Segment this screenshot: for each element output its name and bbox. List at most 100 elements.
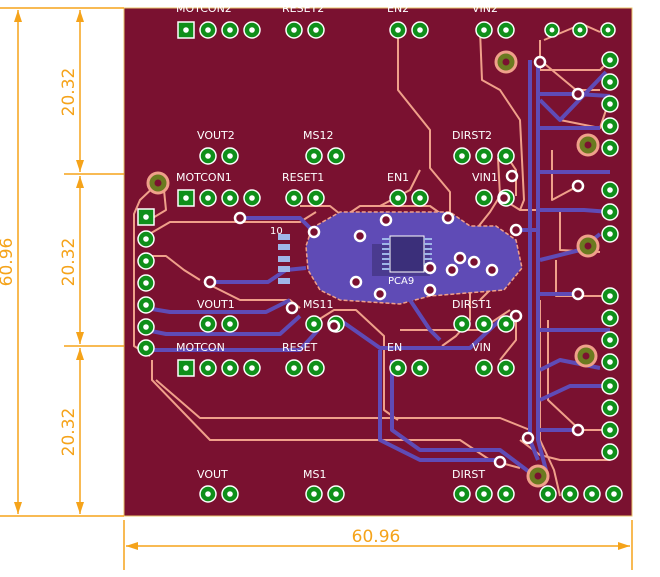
reset-pad [285,189,303,207]
dimension-arrows [14,10,630,550]
motcon-pad [177,189,195,207]
reset-pad [307,359,325,377]
vout-pad [221,147,239,165]
ic-chip [382,235,432,273]
dirst-pad [475,485,493,503]
dirst-pad [475,147,493,165]
vout-pad [221,485,239,503]
dimension-bottom-total: 60.96 [352,527,401,547]
via [493,455,507,469]
via [233,211,247,225]
mount-hole [494,50,518,74]
motcon-pad [221,359,239,377]
mount-hole [576,133,600,157]
mount-hole [526,464,550,488]
via [467,255,481,269]
dirst-pad [497,147,515,165]
label-dirst2: DIRST2 [452,129,492,142]
label-en2: EN2 [387,2,409,15]
left-header-pad [137,252,155,270]
label-motcon1: MOTCON1 [176,171,232,184]
label-ms11: MS11 [303,298,333,311]
via [497,191,511,205]
right-header-pad [601,443,619,461]
right-header-pad [601,421,619,439]
label-vin2: VIN2 [472,2,498,15]
dimension-left-bottom: 20.32 [59,408,79,457]
vin-pad [475,21,493,39]
label-dirst1: DIRST1 [452,298,492,311]
motcon-pad [221,21,239,39]
motcon-pad [243,189,261,207]
via [349,275,363,289]
label-ms1: MS1 [303,468,326,481]
right-header-pad [601,117,619,135]
label-vout2: VOUT2 [197,129,235,142]
right-header-pad [601,331,619,349]
silkscreen-labels: MOTCON2 RESET2 EN2 VIN2 VOUT2 MS12 DIRST… [176,2,498,481]
en-pad [411,189,429,207]
right-header-pad [601,377,619,395]
label-en1: EN1 [387,171,409,184]
dimension-left-total: 60.96 [0,238,17,287]
label-vout1: VOUT1 [197,298,235,311]
via [379,213,393,227]
via [373,287,387,301]
left-header-pad [137,339,155,357]
ms-pad [327,485,345,503]
label-motcon2: MOTCON2 [176,2,232,15]
label-pin-10: 10 [270,226,283,237]
via [571,423,585,437]
ms-pad [305,315,323,333]
dimension-left-mid: 20.32 [59,238,79,287]
motcon-pad [221,189,239,207]
vin-pad [497,359,515,377]
via [203,275,217,289]
label-reset: RESET [282,341,318,354]
bottom-right-pad [539,485,557,503]
via [571,87,585,101]
right-header-pad [601,95,619,113]
right-header-pad [601,73,619,91]
reset-pad [285,359,303,377]
vin-pad [497,21,515,39]
top-right-pad [572,22,588,38]
bottom-right-pad [583,485,601,503]
via [571,179,585,193]
via [453,251,467,265]
label-dirst: DIRST [452,468,485,481]
dirst-pad [475,315,493,333]
ms-pad [305,485,323,503]
bottom-right-pad [605,485,623,503]
mount-hole [576,234,600,258]
left-header-pad [137,230,155,248]
motcon-pad [199,21,217,39]
right-header-pad [601,51,619,69]
label-reset2: RESET2 [282,2,324,15]
ms-pad [305,147,323,165]
left-header-pad [137,208,155,226]
mount-hole [146,171,170,195]
right-header-pad [601,181,619,199]
via [423,261,437,275]
right-header-pad [601,353,619,371]
small-smd-pads [278,234,290,284]
vin-pad [475,189,493,207]
left-header-pad [137,274,155,292]
right-header-pad [601,225,619,243]
en-pad [411,359,429,377]
label-reset1: RESET1 [282,171,324,184]
en-pad [389,359,407,377]
dirst-pad [497,315,515,333]
en-pad [389,189,407,207]
motcon-pad [177,359,195,377]
label-ms12: MS12 [303,129,333,142]
dimension-lines [0,7,633,570]
label-vin: VIN [472,341,491,354]
left-header-pad [137,318,155,336]
ms-pad [327,147,345,165]
via [485,263,499,277]
mount-hole [574,344,598,368]
label-vin1: VIN1 [472,171,498,184]
